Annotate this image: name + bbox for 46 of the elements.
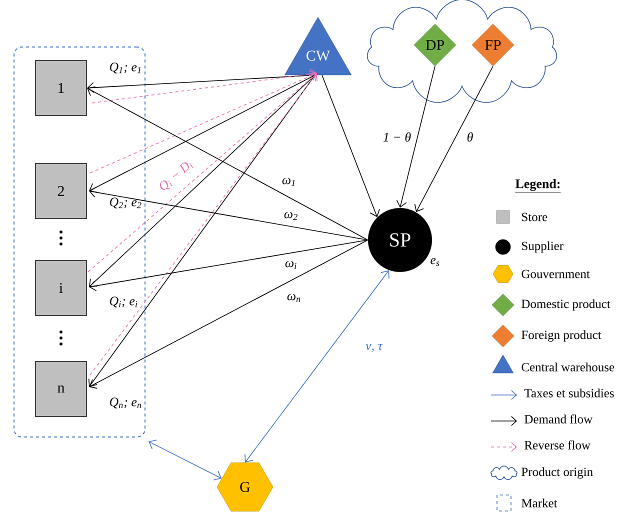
edge-label: ω$_{1}$: [281, 178, 297, 186]
store-box: n: [35, 361, 87, 417]
arrow: [87, 86, 368, 240]
arrow: [89, 186, 368, 240]
government-hexagon: G: [216, 462, 274, 512]
double-arrow: [244, 270, 390, 463]
node-caption: Q$_{1}$; e$_{1}$: [110, 62, 141, 74]
legend-text: Product origin: [522, 467, 593, 479]
legend-text: Foreign product: [522, 330, 602, 342]
dashed-arrow: [92, 68, 317, 104]
legend-text: Reverse flow: [524, 440, 590, 450]
legend-text: Market: [522, 498, 558, 508]
legend-text: Demand flow: [524, 414, 593, 424]
arrow: [322, 74, 380, 218]
edge-label: θ: [466, 132, 474, 142]
warehouse-triangle: CW: [284, 17, 352, 76]
node-caption: Q$_{n}$; e$_{n}$: [110, 398, 142, 408]
legend-title: Legend:: [515, 179, 561, 193]
node-caption: Q$_{i}$; e$_{i}$: [110, 296, 138, 308]
edge-label: ω$_{i}$: [284, 260, 298, 270]
cloud-shape: [366, 0, 558, 103]
store-box: i: [35, 260, 87, 316]
arrow: [89, 74, 316, 193]
edge-label: ω$_{2}$: [283, 212, 299, 220]
edge-label: Q$_{i}$ − D$_{i}$: [156, 158, 196, 194]
store-box: 2: [35, 163, 87, 219]
edge-label: ν, τ: [365, 344, 383, 352]
legend-text: Gouvernment: [522, 270, 590, 278]
arrow: [89, 240, 368, 292]
dashed-frame: [14, 46, 146, 438]
arrow: [87, 74, 316, 94]
node-caption: Q$_{2}$; e$_{2}$: [110, 198, 142, 208]
legend-text: Domestic product: [522, 299, 610, 311]
double-arrow: [148, 440, 222, 480]
dashed-arrow: [90, 70, 317, 174]
legend-text: Supplier: [522, 241, 564, 253]
legend-text: Central warehouse: [522, 362, 614, 372]
node-caption: e$_{s}$: [430, 258, 440, 266]
store-box: 1: [35, 60, 87, 116]
edge-label: ω$_{n}$: [286, 294, 302, 302]
legend-text: Taxes et subsidies: [524, 388, 614, 398]
arrow: [89, 240, 368, 389]
arrow: [396, 66, 436, 208]
arrow: [414, 66, 494, 212]
legend-text: Store: [522, 212, 548, 222]
edge-label: 1 − θ: [382, 132, 412, 142]
